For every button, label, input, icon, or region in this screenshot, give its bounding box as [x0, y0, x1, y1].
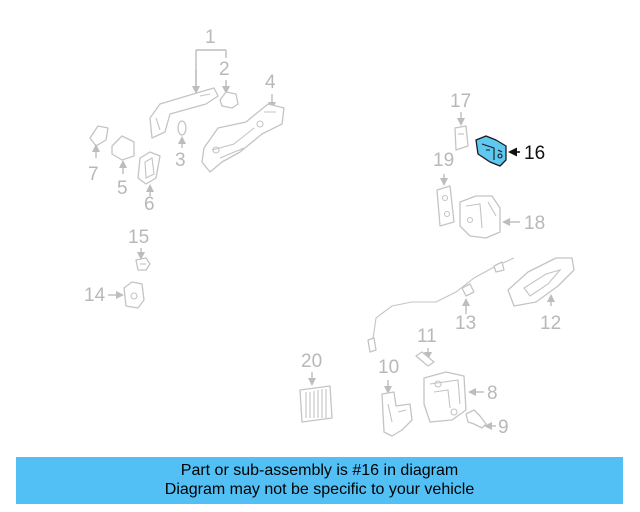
- part-striker[interactable]: [123, 281, 145, 309]
- callout-9[interactable]: 9: [498, 417, 509, 438]
- part-cable-13[interactable]: [367, 257, 515, 353]
- part-handle-bracket[interactable]: [219, 91, 239, 109]
- info-banner: Part or sub-assembly is #16 in diagram D…: [16, 457, 623, 504]
- callout-11[interactable]: 11: [417, 326, 437, 347]
- part-hinge-16[interactable]: [475, 135, 507, 167]
- part-handle-frame[interactable]: [201, 103, 285, 173]
- part-rod-11[interactable]: [415, 351, 435, 367]
- callout-10[interactable]: 10: [378, 357, 399, 378]
- parts-diagram: 1 2 3 4 7 5 6 15: [84, 27, 575, 438]
- part-latch-8[interactable]: [423, 371, 467, 423]
- callout-12[interactable]: 12: [540, 313, 561, 334]
- callout-18[interactable]: 18: [524, 213, 545, 234]
- callout-group-1: 1: [192, 27, 227, 94]
- callout-5[interactable]: 5: [117, 178, 128, 199]
- callout-3[interactable]: 3: [175, 150, 186, 171]
- callout-7[interactable]: 7: [88, 164, 99, 185]
- callout-1[interactable]: 1: [205, 27, 216, 48]
- callout-8[interactable]: 8: [487, 383, 498, 404]
- part-hinge-18[interactable]: [459, 195, 501, 239]
- part-clip-ring[interactable]: [177, 120, 187, 136]
- callout-13[interactable]: 13: [455, 313, 476, 334]
- part-outside-handle[interactable]: [149, 87, 219, 139]
- part-gasket[interactable]: [137, 151, 161, 185]
- part-bolt-15[interactable]: [135, 257, 151, 271]
- callout-14[interactable]: 14: [84, 285, 106, 306]
- part-cover[interactable]: [111, 135, 135, 161]
- part-key-cylinder-cap[interactable]: [89, 125, 109, 147]
- callout-15[interactable]: 15: [128, 227, 149, 248]
- part-module-20[interactable]: [299, 385, 333, 423]
- callout-19[interactable]: 19: [433, 150, 454, 171]
- part-plate-19[interactable]: [436, 185, 455, 227]
- callout-17[interactable]: 17: [450, 91, 471, 112]
- banner-line-disclaimer: Diagram may not be specific to your vehi…: [164, 481, 475, 498]
- callout-4[interactable]: 4: [265, 72, 276, 93]
- part-seal-17[interactable]: [454, 125, 469, 151]
- part-bracket-10[interactable]: [381, 391, 413, 437]
- callout-20[interactable]: 20: [301, 351, 322, 372]
- callout-6[interactable]: 6: [144, 194, 155, 215]
- part-inside-handle[interactable]: [507, 257, 575, 307]
- part-bolt-9[interactable]: [465, 409, 487, 429]
- callout-16[interactable]: 16: [524, 143, 545, 164]
- callout-2[interactable]: 2: [219, 59, 230, 80]
- banner-line-part: Part or sub-assembly is #16 in diagram: [180, 462, 459, 479]
